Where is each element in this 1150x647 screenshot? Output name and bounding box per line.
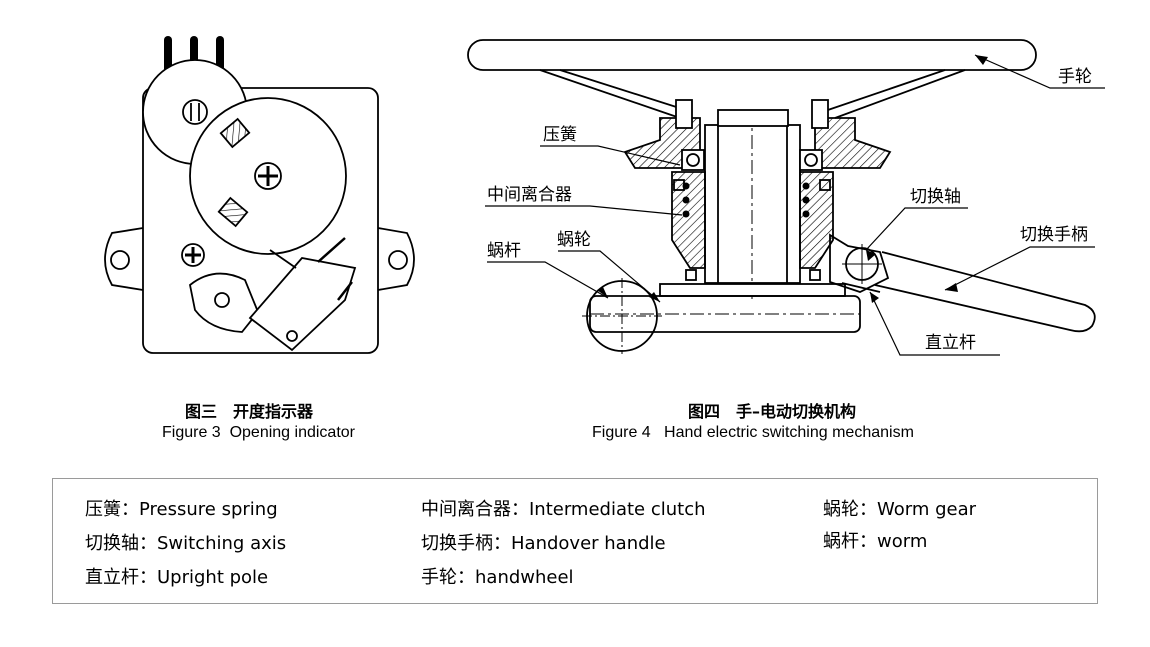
left-mounting-ear <box>104 227 144 291</box>
legend-item: 切换轴：Switching axis <box>85 533 287 554</box>
legend-item: 切换手柄：Handover handle <box>421 533 666 554</box>
micro-switch <box>248 257 357 352</box>
figure4-caption-en: Figure 4 Hand electric switching mechani… <box>592 424 914 441</box>
figure4-caption-cn: 图四 手–电动切换机构 <box>688 402 857 421</box>
legend-item: 直立杆：Upright pole <box>85 567 269 588</box>
legend-item: 蜗轮：Worm gear <box>823 499 977 520</box>
figure4-switching-mechanism <box>467 39 1105 356</box>
figures-canvas: 手轮 压簧 中间离合器 切换轴 切换手柄 蜗杆 蜗轮 直立杆 <box>104 36 1105 356</box>
label-worm-gear: 蜗轮 <box>557 230 591 250</box>
cam-plate <box>189 272 260 333</box>
handwheel-rim <box>467 39 1037 71</box>
figure3-opening-indicator <box>104 36 415 354</box>
legend-item: 压簧：Pressure spring <box>85 499 278 520</box>
label-switching-axis: 切换轴 <box>910 187 961 207</box>
figure3-caption-cn: 图三 开度指示器 <box>185 402 314 421</box>
label-handwheel: 手轮 <box>1058 67 1092 87</box>
handover-handle <box>874 251 1096 333</box>
legend-item: 蜗杆：worm <box>823 531 928 552</box>
indicator-housing <box>142 87 379 354</box>
label-intermediate-clutch: 中间离合器 <box>487 185 572 205</box>
figure3-caption-en: Figure 3 Opening indicator <box>162 424 355 441</box>
right-mounting-ear <box>377 227 415 291</box>
label-worm: 蜗杆 <box>487 241 521 261</box>
legend-box: 压簧：Pressure spring 中间离合器：Intermediate cl… <box>52 478 1098 604</box>
label-handover-handle: 切换手柄 <box>1020 225 1088 245</box>
label-upright-pole: 直立杆 <box>925 333 976 353</box>
legend-item: 手轮：handwheel <box>421 567 574 588</box>
label-pressure-spring: 压簧 <box>543 125 577 145</box>
legend-item: 中间离合器：Intermediate clutch <box>421 499 706 520</box>
